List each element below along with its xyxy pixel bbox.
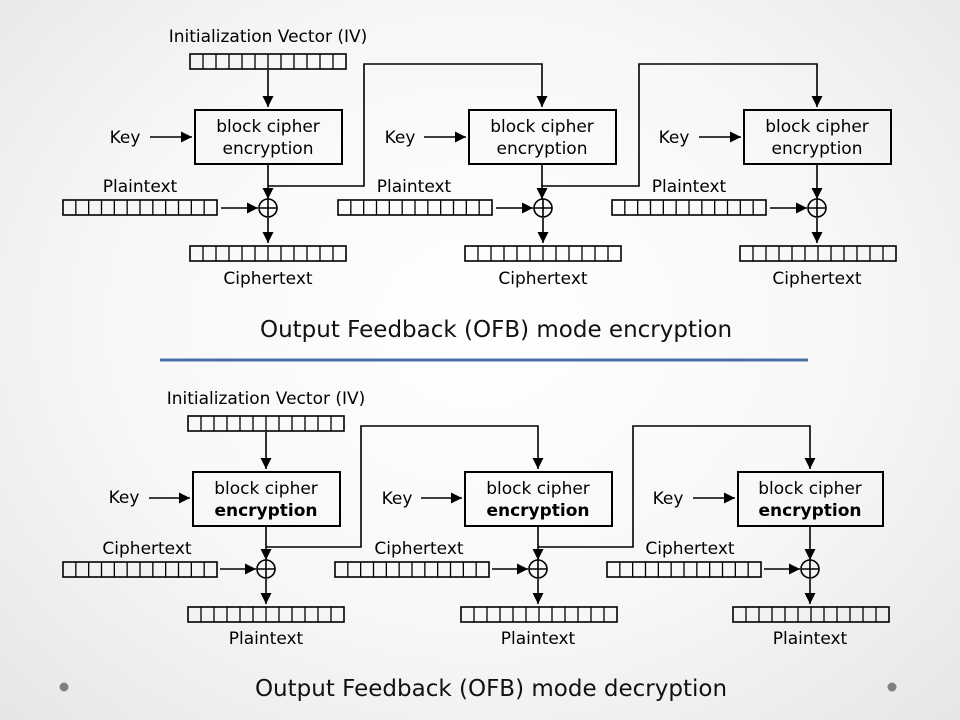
enc-box-line1-3: block cipher [765,117,869,137]
dec-output-register-1 [187,606,345,623]
enc-output-label-3: Ciphertext [772,269,861,289]
dec-cipher-box-3 [737,471,884,527]
dec-iv-register [187,415,345,432]
dec-output-register-2 [460,606,618,623]
enc-key-label-2: Key [385,128,416,148]
enc-output-register-1 [189,245,347,262]
dec-iv-label: Initialization Vector (IV) [167,389,366,409]
dec-stage-3: Key block cipher encryption Ciphertext P… [606,471,890,649]
dec-cipher-box-1 [192,471,341,527]
enc-feedback-2 [542,63,823,187]
enc-xor-1 [258,198,278,218]
dec-output-label-3: Plaintext [773,629,848,649]
enc-input-register-3 [611,199,767,216]
dec-box-line2-2: encryption [486,501,589,521]
dec-xor-1 [256,559,276,579]
dec-feedback-1 [266,425,544,548]
enc-input-label-1: Plaintext [103,177,178,197]
decryption-section: Initialization Vector (IV) Key block cip… [62,389,890,702]
enc-cipher-box-1 [194,109,343,165]
enc-caption: Output Feedback (OFB) mode encryption [260,317,732,343]
dec-input-register-3 [606,561,762,578]
enc-wiring [150,63,823,243]
enc-input-register-1 [62,199,218,216]
enc-stage-2: Key block cipher encryption Plaintext Ci… [337,109,622,289]
enc-xor-2 [533,198,553,218]
enc-cipher-box-3 [743,109,892,165]
dec-xor-2 [528,559,548,579]
dec-box-line1-2: block cipher [486,479,590,499]
enc-cipher-box-2 [468,109,617,165]
enc-iv-register [189,53,347,70]
enc-iv-label: Initialization Vector (IV) [169,27,368,47]
dec-cipher-box-2 [464,471,613,527]
dec-output-label-2: Plaintext [501,629,576,649]
enc-box-line1-1: block cipher [216,117,320,137]
dec-box-line1-1: block cipher [214,479,318,499]
dec-feedback-2 [538,425,816,548]
dec-input-register-2 [334,561,490,578]
enc-output-register-3 [739,245,897,262]
dec-stage-2: Key block cipher encryption Ciphertext P… [334,471,618,649]
enc-output-label-2: Ciphertext [498,269,587,289]
enc-input-label-3: Plaintext [652,177,727,197]
enc-feedback-1 [268,63,548,187]
dec-box-line1-3: block cipher [758,479,862,499]
enc-input-label-2: Plaintext [377,177,452,197]
dec-key-label-3: Key [653,489,684,509]
dec-output-register-3 [732,606,890,623]
dec-input-register-1 [62,561,218,578]
dec-xor-3 [800,559,820,579]
dec-box-line2-3: encryption [758,501,861,521]
enc-input-register-2 [337,199,493,216]
dec-key-label-1: Key [109,488,140,508]
bullet-dot-icon [59,682,69,692]
enc-box-line2-3: encryption [772,139,863,159]
dec-box-line2-1: encryption [214,501,317,521]
dec-caption: Output Feedback (OFB) mode decryption [255,676,727,702]
enc-stage-3: Key block cipher encryption Plaintext Ci… [611,109,897,289]
enc-output-label-1: Ciphertext [223,269,312,289]
enc-box-line1-2: block cipher [490,117,594,137]
enc-box-line2-2: encryption [497,139,588,159]
enc-key-label-3: Key [659,128,690,148]
enc-output-register-2 [464,245,622,262]
dec-wiring [149,425,816,604]
dec-output-label-1: Plaintext [229,629,304,649]
encryption-section: Initialization Vector (IV) Key block cip… [62,27,897,343]
bullet-dot-icon [887,682,897,692]
enc-stage-1: Key block cipher encryption Plaintext Ci… [62,109,347,289]
dec-key-label-2: Key [382,489,413,509]
dec-input-label-2: Ciphertext [374,539,463,559]
enc-box-line2-1: encryption [223,139,314,159]
enc-xor-3 [807,198,827,218]
dec-stage-1: Key block cipher encryption Ciphertext P… [62,471,345,649]
dec-input-label-1: Ciphertext [102,539,191,559]
dec-input-label-3: Ciphertext [645,539,734,559]
enc-key-label-1: Key [110,128,141,148]
